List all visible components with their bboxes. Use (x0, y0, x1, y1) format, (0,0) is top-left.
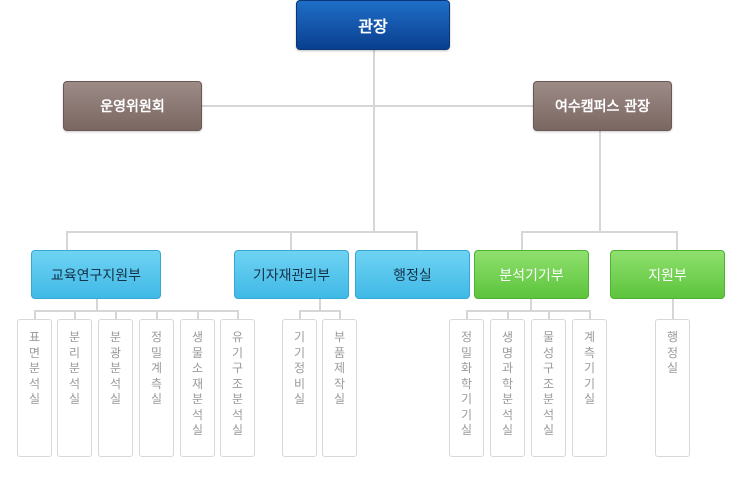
connector-edu-drop (66, 231, 68, 251)
connector-analysis-team-4 (589, 310, 591, 320)
connector-edu-team-5 (197, 310, 199, 320)
dept-analysis-instruments[interactable]: 분석기기부 (474, 250, 589, 299)
node-steering-committee[interactable]: 운영위원회 (63, 81, 202, 131)
connector-analysis-team-bus (466, 310, 591, 312)
connector-analysis-team-1 (466, 310, 468, 320)
dept-admin-office[interactable]: 행정실 (355, 250, 470, 299)
dept-edu-research-support[interactable]: 교육연구지원부 (31, 250, 161, 299)
connector-analysis-down (530, 299, 532, 311)
connector-edu-team-6 (237, 310, 239, 320)
connector-campus-vertical (599, 131, 601, 232)
connector-right-dept-bus (521, 231, 678, 233)
connector-analysis-team-2 (507, 310, 509, 320)
dept-support[interactable]: 지원부 (610, 250, 725, 299)
connector-root-vertical (373, 50, 375, 232)
dept-equipment-management[interactable]: 기자재관리부 (234, 250, 349, 299)
connector-edu-team-bus (34, 310, 239, 312)
node-yeosu-campus-director[interactable]: 여수캠퍼스 관장 (533, 81, 672, 131)
connector-admin-drop (416, 231, 418, 251)
connector-equip-drop (290, 231, 292, 251)
root-node-director[interactable]: 관장 (296, 0, 450, 50)
connector-edu-team-4 (156, 310, 158, 320)
connector-support-drop (676, 231, 678, 251)
connector-equip-team-bus (299, 310, 341, 312)
connector-equip-down (319, 299, 321, 311)
connector-equip-team-1 (299, 310, 301, 320)
connector-analysis-drop (521, 231, 523, 251)
connector-left-dept-bus (66, 231, 418, 233)
connector-equip-team-2 (339, 310, 341, 320)
connector-support-down (672, 299, 674, 320)
connector-edu-team-1 (34, 310, 36, 320)
connector-edu-team-2 (74, 310, 76, 320)
connector-edu-team-3 (115, 310, 117, 320)
connector-analysis-team-3 (548, 310, 550, 320)
connector-edu-down (96, 299, 98, 311)
connector-level2-horizontal (201, 105, 535, 107)
